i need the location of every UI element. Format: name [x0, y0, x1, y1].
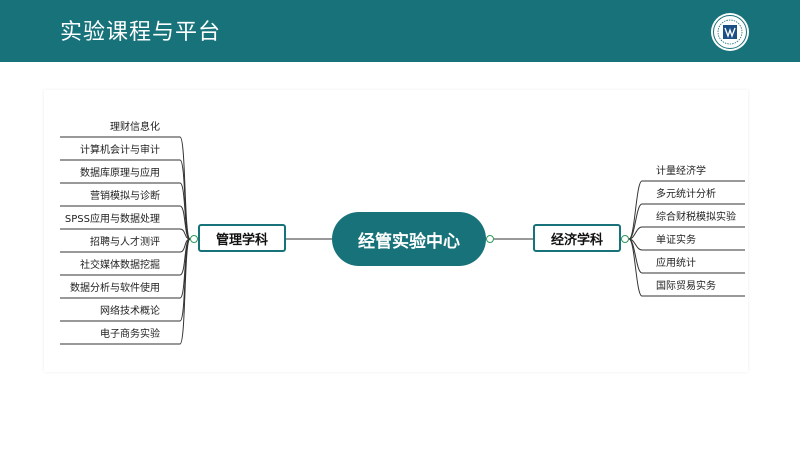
branch-node-economics[interactable]: 经济学科	[533, 224, 621, 252]
header-bar: 实验课程与平台	[0, 0, 800, 62]
leaf-economics-item: 多元统计分析	[656, 189, 716, 200]
connector-dot-center-right	[486, 235, 494, 243]
page-title: 实验课程与平台	[60, 20, 222, 45]
connector-dot-left	[190, 235, 198, 243]
leaf-economics-item: 综合财税模拟实验	[656, 212, 736, 223]
leaf-management-item: 招聘与人才测评	[90, 237, 160, 248]
leaf-economics-item: 国际贸易实务	[656, 281, 716, 292]
leaf-management-item: 电子商务实验	[100, 329, 160, 340]
center-node[interactable]: 经管实验中心	[332, 212, 486, 266]
leaf-management-item: SPSS应用与数据处理	[64, 214, 160, 225]
leaf-management-item: 网络技术概论	[100, 306, 160, 317]
leaf-management-item: 社交媒体数据挖掘	[80, 260, 160, 271]
leaf-management-item: 理财信息化	[110, 122, 160, 133]
leaf-management-item: 营销模拟与诊断	[90, 191, 160, 202]
connector-dot-right	[621, 235, 629, 243]
leaf-economics-item: 单证实务	[656, 235, 696, 246]
leaf-economics-item: 应用统计	[656, 258, 696, 269]
university-seal-icon	[710, 12, 750, 52]
leaf-management-item: 数据分析与软件使用	[70, 283, 160, 294]
leaf-economics-item: 计量经济学	[656, 166, 706, 177]
leaf-management-item: 计算机会计与审计	[80, 145, 160, 156]
leaf-management-item: 数据库原理与应用	[80, 168, 160, 179]
branch-node-management[interactable]: 管理学科	[198, 224, 286, 252]
